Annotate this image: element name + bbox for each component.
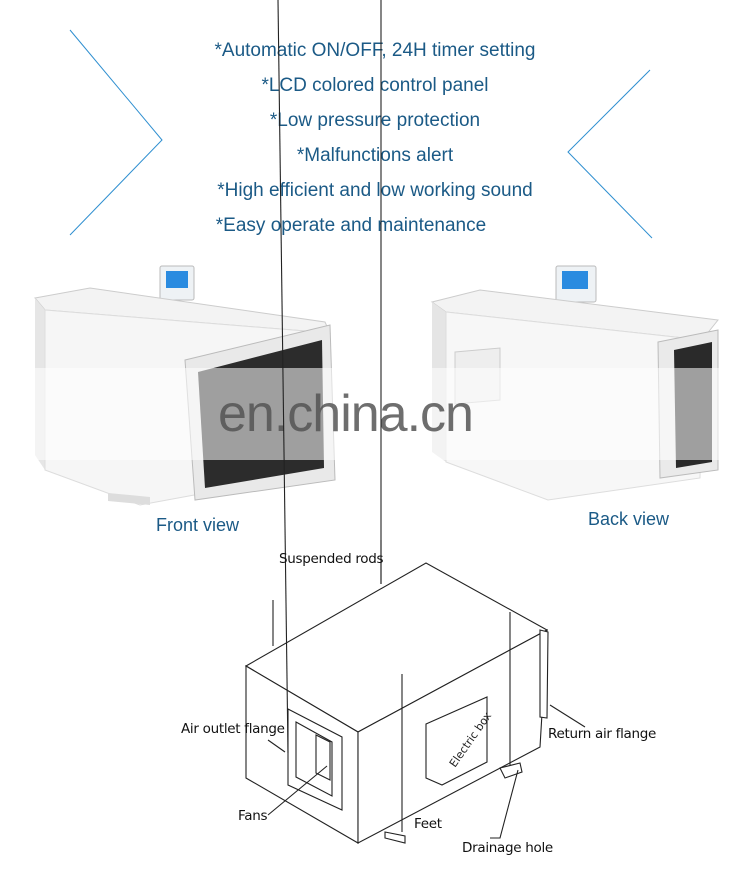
label-drainage-hole: Drainage hole [462, 840, 553, 856]
label-return-air-flange: Return air flange [548, 726, 657, 742]
feature-line: *Easy operate and maintenance [215, 215, 487, 236]
foot [499, 762, 523, 779]
electric-box [425, 696, 488, 786]
air-outlet-flange [287, 708, 343, 811]
left-chevron-icon [69, 29, 163, 236]
feature-line: *Automatic ON/OFF, 24H timer setting [214, 40, 536, 61]
arrow-fans [267, 765, 328, 816]
arrow-air-outlet [267, 739, 286, 753]
back-view-caption: Back view [588, 509, 670, 529]
watermark-band [0, 368, 750, 460]
label-fans: Fans [238, 808, 268, 824]
foot [384, 831, 406, 844]
label-suspended-rods: Suspended rods [279, 551, 384, 567]
lcd-screen [166, 271, 188, 288]
feature-line: *LCD colored control panel [261, 75, 489, 96]
right-chevron-icon [567, 69, 653, 239]
lcd-screen [562, 271, 588, 289]
feature-line: *High efficient and low working sound [217, 180, 533, 201]
feature-line: *Low pressure protection [269, 110, 481, 131]
return-air-flange [539, 629, 549, 719]
arrow-drainage [490, 769, 519, 839]
label-feet: Feet [414, 816, 442, 832]
feature-line: *Malfunctions alert [296, 145, 454, 166]
front-view-caption: Front view [156, 515, 240, 535]
watermark-text: en.china.cn [218, 385, 474, 443]
arrow-return-air [549, 704, 586, 728]
label-air-outlet-flange: Air outlet flange [181, 721, 285, 737]
